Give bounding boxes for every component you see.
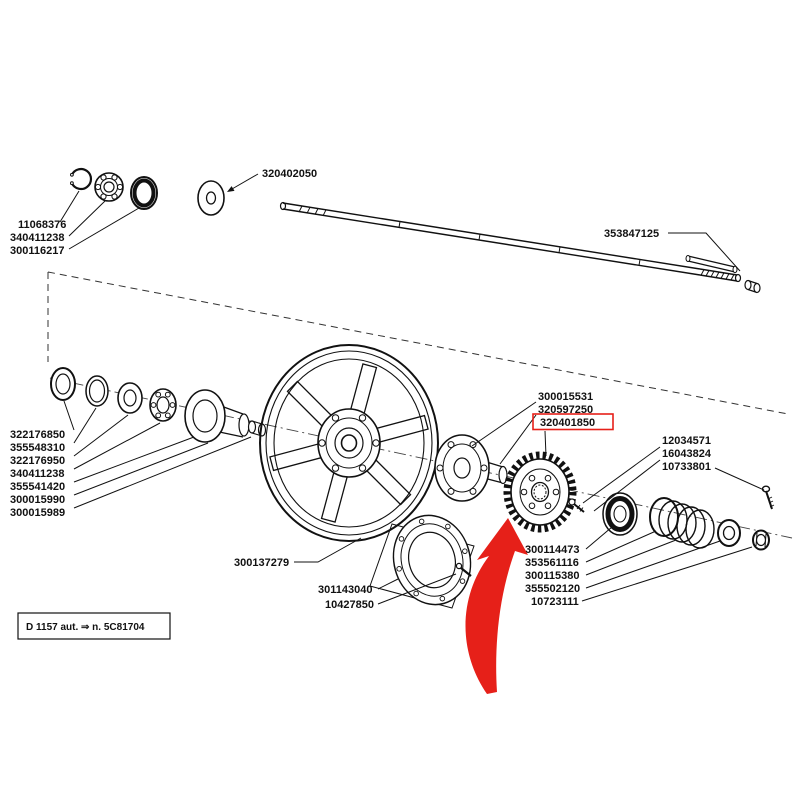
drive-seal-drawing [602, 492, 638, 536]
part-labels: 11068376 340411238 300116217 320402050 3… [10, 168, 712, 611]
part-label: 353561116 [525, 557, 579, 569]
left-washer-1-drawing [50, 367, 76, 401]
note-text: D 1157 aut. ⇒ n. 5C81704 [26, 622, 145, 633]
leader-lines [59, 190, 765, 605]
part-label: 10427850 [325, 599, 374, 611]
spacer-tube-drawing [685, 255, 738, 274]
left-bearing-drawing [149, 388, 177, 422]
left-washer-2-drawing [85, 375, 109, 407]
part-label: 10723111 [531, 596, 579, 608]
part-label: 300015531 [538, 391, 593, 403]
part-label: 12034571 [662, 435, 711, 447]
part-label: 300114473 [525, 544, 579, 556]
part-label: 300137279 [234, 557, 289, 569]
left-washer-3-drawing [117, 382, 143, 414]
part-label: 10733801 [662, 461, 711, 473]
part-label: 322176850 [10, 429, 65, 441]
part-label: 300116217 [10, 245, 64, 257]
part-label: 353847125 [604, 228, 659, 240]
drive-flange-drawing [434, 434, 508, 502]
part-label: 320597250 [538, 404, 593, 416]
note-box: D 1157 aut. ⇒ n. 5C81704 [17, 612, 171, 640]
part-label-highlighted: 320401850 [540, 417, 595, 429]
small-screw-drawing [568, 498, 585, 513]
part-label: 340411238 [10, 232, 64, 244]
washer-pointer-arrow [227, 173, 259, 192]
seal-ring-drawing [130, 176, 158, 210]
small-spacer-drawing [247, 420, 267, 437]
brake-disc-drawing [392, 514, 472, 606]
nut-drawing [752, 529, 770, 551]
part-label: 355541420 [10, 481, 65, 493]
wheel-drawing [259, 344, 439, 542]
flanged-hub-drawing [184, 389, 250, 443]
highlight-arrow [465, 518, 528, 694]
circlip-drawing [70, 167, 92, 191]
highlight-annotations [465, 413, 614, 694]
part-label: 16043824 [662, 448, 712, 460]
right-screw-drawing [761, 485, 775, 510]
axle-shaft-drawing [279, 201, 742, 283]
end-cap-drawing [744, 279, 761, 294]
highlight-box [532, 413, 614, 431]
spring-drawing [649, 497, 715, 549]
part-label: 300115380 [525, 570, 579, 582]
front-bearing-drawing [94, 172, 124, 202]
part-label: 300015990 [10, 494, 65, 506]
part-label: 322176950 [10, 455, 65, 467]
top-washer-drawing [197, 180, 225, 216]
right-washer-drawing [717, 519, 741, 547]
part-label: 355548310 [10, 442, 65, 454]
part-label: 301143040 [318, 584, 372, 596]
part-label: 340411238 [10, 468, 64, 480]
sprocket-drawing [503, 451, 577, 533]
part-label: 320402050 [262, 168, 317, 180]
part-label: 355502120 [525, 583, 580, 595]
disc-pin-drawing [455, 562, 472, 577]
part-label: 300015989 [10, 507, 65, 519]
part-label: 11068376 [18, 219, 66, 231]
